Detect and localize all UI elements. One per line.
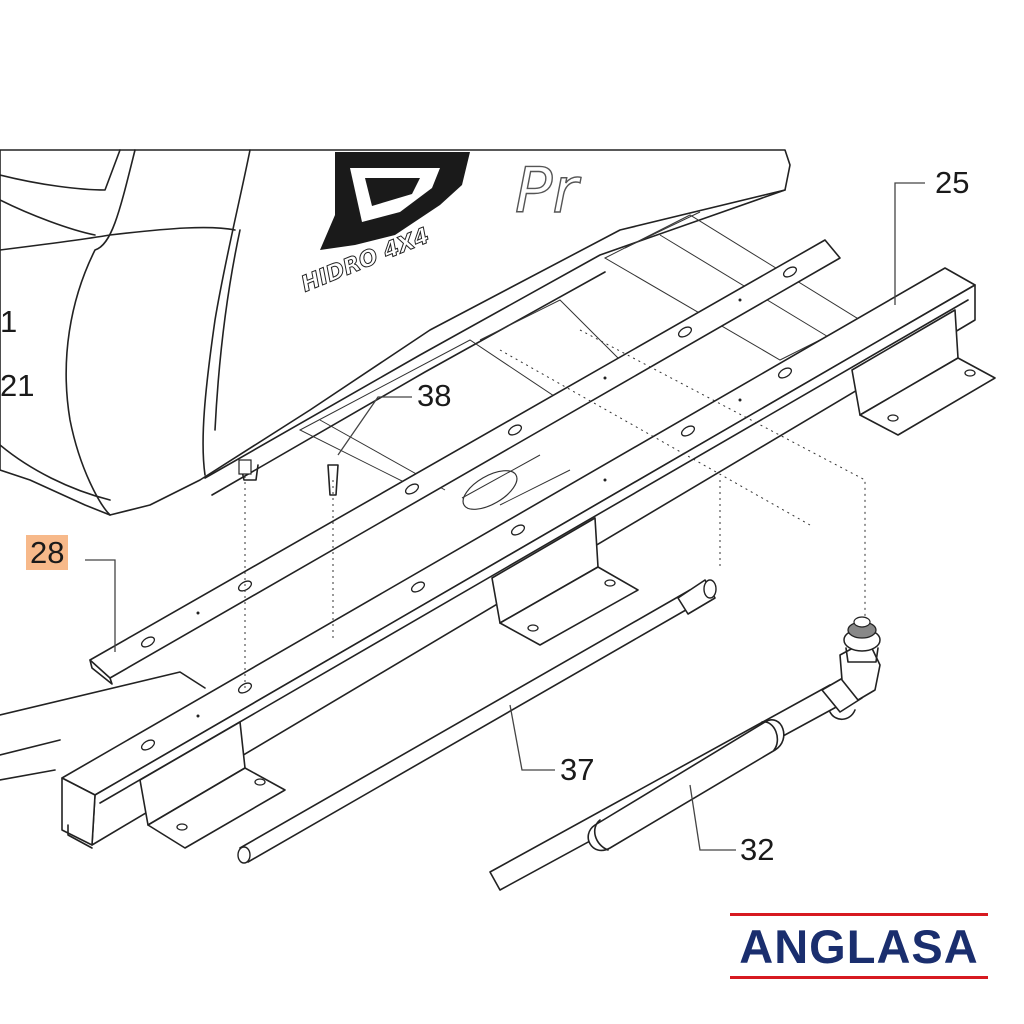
hose-part — [489, 616, 881, 891]
callout-37: 37 — [560, 752, 595, 787]
brand-logo: ANGLASA — [730, 913, 988, 981]
partial-lettering: Pr — [515, 154, 581, 227]
callout-21: 21 — [0, 368, 35, 403]
assembly-lines — [238, 329, 866, 690]
brand-rule-bottom — [730, 976, 988, 979]
main-rail-part — [0, 267, 996, 849]
leader-lines — [85, 182, 925, 851]
callout-32: 32 — [740, 832, 775, 867]
callout-38: 38 — [417, 378, 452, 413]
tube-part — [237, 579, 717, 864]
brand-name: ANGLASA — [739, 920, 979, 973]
callout-28-highlighted: 28 — [26, 535, 69, 570]
callout-25: 25 — [935, 165, 970, 200]
brand-rule-top — [730, 913, 988, 916]
machine-body — [0, 149, 791, 516]
callout-1: 1 — [0, 304, 18, 339]
